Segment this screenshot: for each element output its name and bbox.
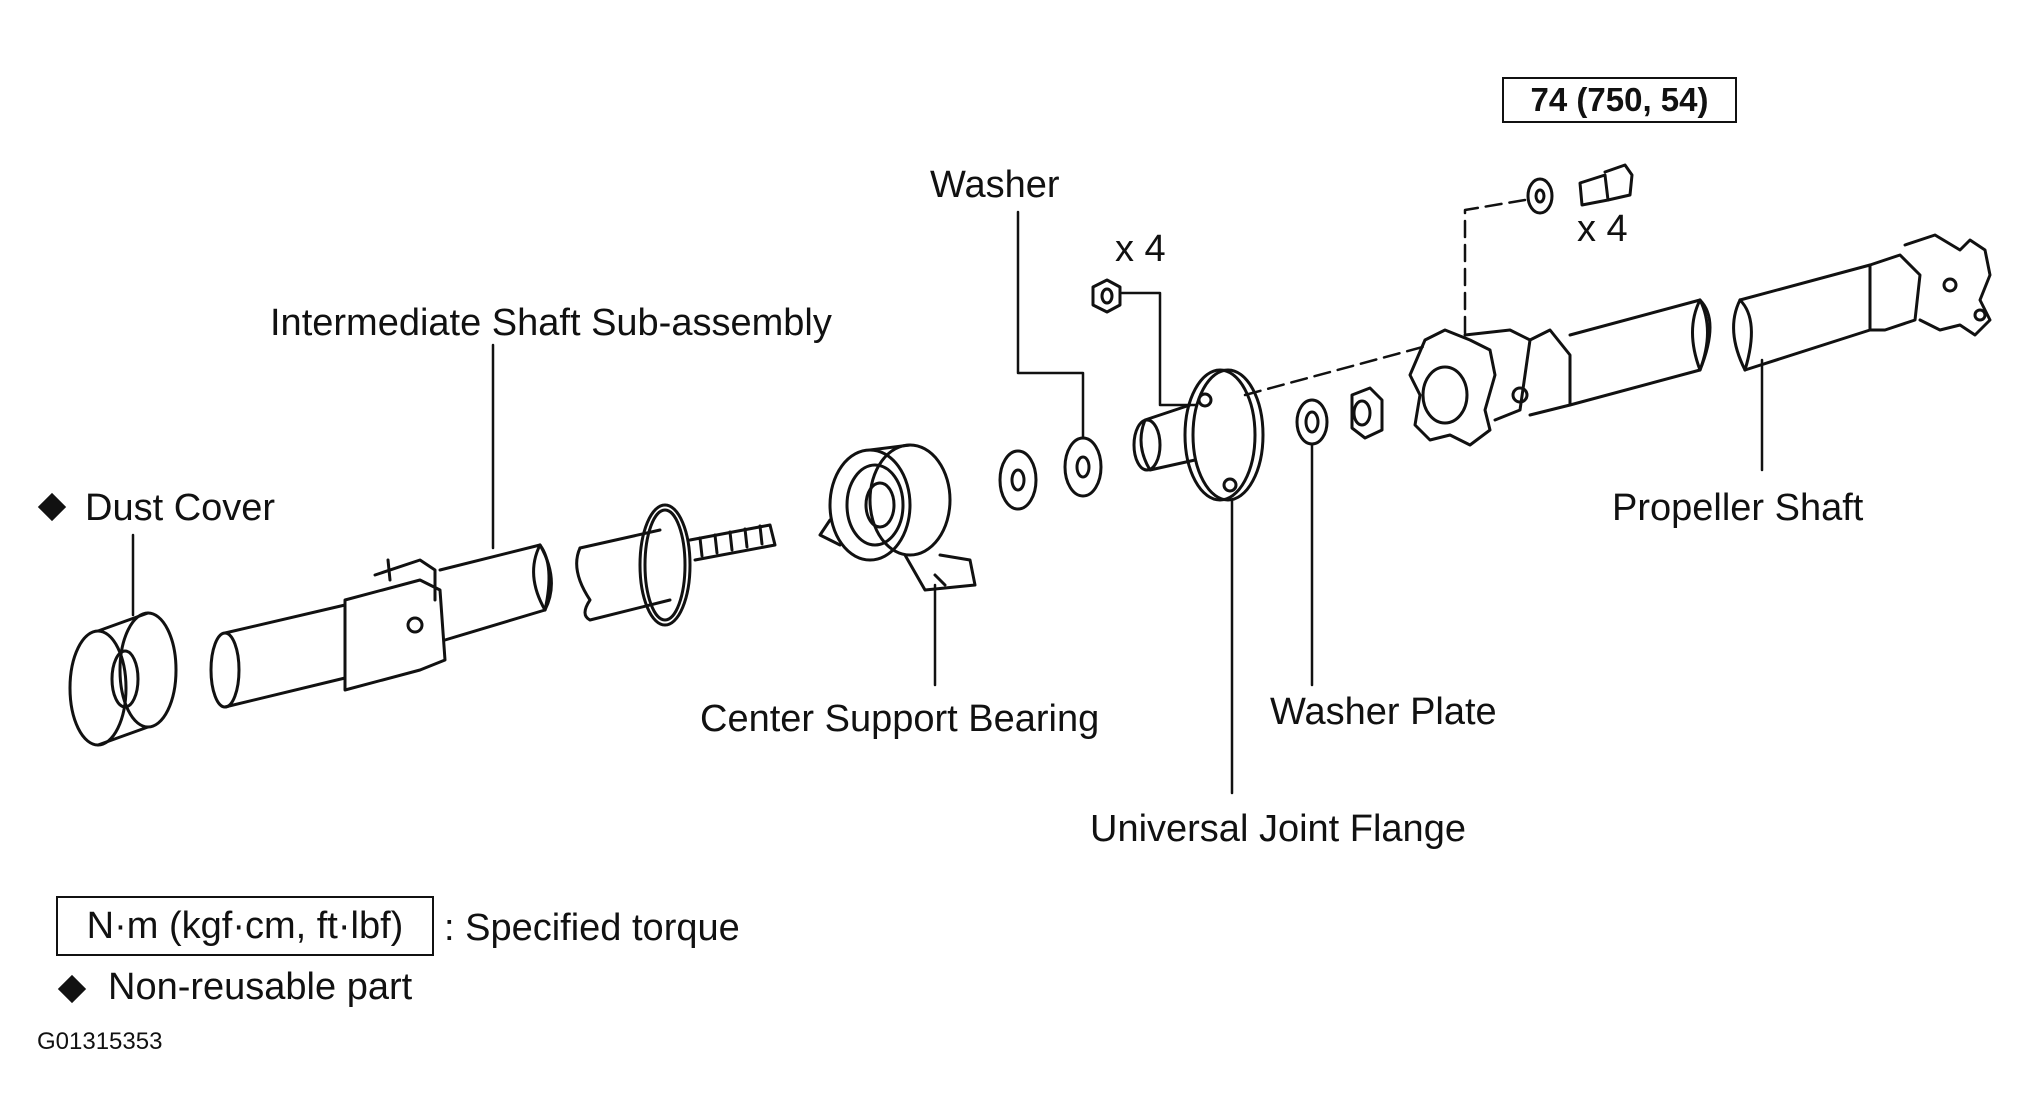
nut-quantity-label: x 4	[1115, 228, 1166, 270]
washer-parts	[998, 436, 1103, 511]
legend-torque-description: : Specified torque	[444, 907, 740, 949]
propeller-shaft-rear-part	[1732, 233, 1992, 372]
center-support-bearing-part	[818, 443, 977, 592]
bolt-part	[1526, 163, 1634, 215]
dust-cover-part	[68, 611, 178, 747]
leader-lines	[131, 210, 1764, 795]
intermediate-shaft-part	[209, 543, 553, 709]
torque-spec-box: 74 (750, 54)	[1502, 77, 1737, 123]
bolt-quantity-label: x 4	[1577, 208, 1628, 250]
washer-label: Washer	[930, 164, 1060, 206]
propeller-shaft-front-part	[1408, 298, 1712, 447]
propeller-shaft-label: Propeller Shaft	[1612, 487, 1864, 529]
shaft-stub-part	[575, 503, 777, 627]
nut-part	[1091, 278, 1122, 314]
center-support-bearing-label: Center Support Bearing	[700, 698, 1100, 740]
intermediate-shaft-label: Intermediate Shaft Sub-assembly	[270, 302, 832, 344]
universal-joint-flange-label: Universal Joint Flange	[1090, 808, 1466, 850]
washer-plate-label: Washer Plate	[1270, 691, 1497, 733]
legend-non-reusable-label: Non-reusable part	[108, 966, 413, 1008]
alignment-lines	[1243, 198, 1527, 397]
figure-id: G01315353	[37, 1028, 163, 1055]
washer-plate-part	[1295, 386, 1384, 446]
legend-torque-box: N·m (kgf·cm, ft·lbf)	[56, 896, 434, 956]
dust-cover-label: Dust Cover	[85, 487, 276, 529]
universal-joint-flange-part	[1132, 368, 1265, 502]
